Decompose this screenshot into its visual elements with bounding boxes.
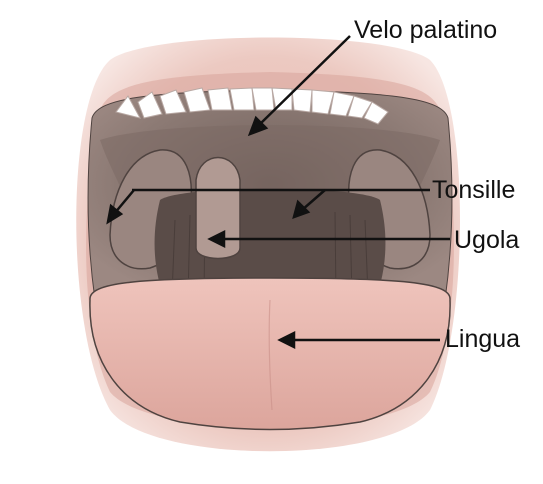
label-tonsille: Tonsille [432, 178, 515, 203]
label-velo-palatino: Velo palatino [354, 18, 497, 43]
label-ugola: Ugola [454, 228, 519, 253]
label-lingua: Lingua [445, 327, 520, 352]
